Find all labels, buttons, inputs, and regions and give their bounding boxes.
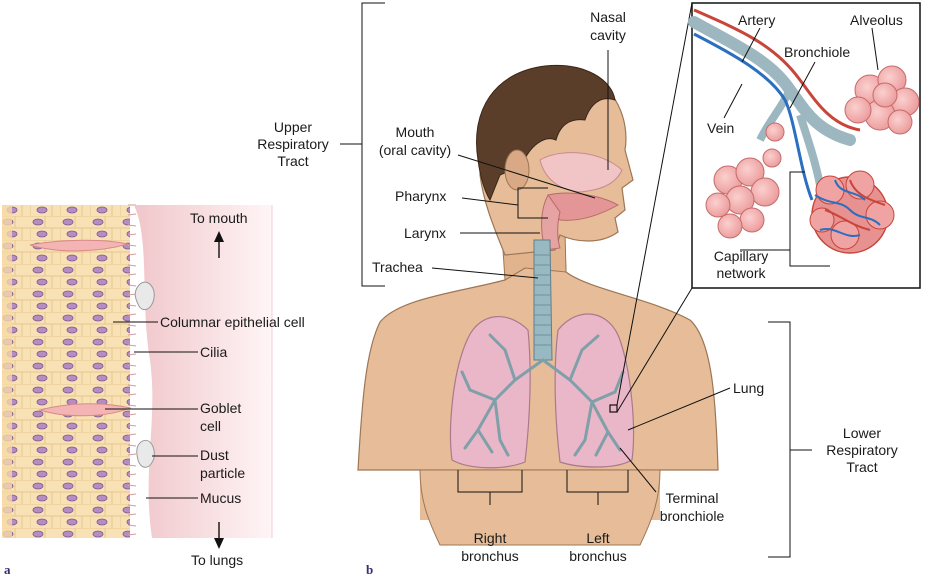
label-columnar-epithelial-cell: Columnar epithelial cell	[160, 314, 305, 330]
label-terminal-bronchiole-line1: Terminal	[665, 490, 719, 506]
alveolus-cluster-top	[844, 65, 920, 135]
artery	[693, 8, 861, 132]
label-goblet-cell-line1: Goblet	[200, 400, 242, 416]
goblet-cell	[38, 403, 132, 417]
label-right-bronchus-line2: bronchus	[461, 548, 519, 564]
inset-marker	[609, 404, 618, 413]
label-terminal-bronchiole-line2: bronchiole	[659, 508, 725, 524]
nasal-cavity	[539, 152, 623, 193]
label-capillary-network-line1: Capillary	[713, 248, 769, 264]
bronchiole	[688, 16, 856, 146]
label-mouth-line1: Mouth	[395, 124, 435, 140]
label-mouth-line2: (oral cavity)	[378, 142, 452, 158]
label-larynx: Larynx	[404, 225, 447, 241]
label-bronchiole: Bronchiole	[784, 44, 851, 60]
cilia-layer	[127, 204, 137, 536]
panel-letter-a: a	[4, 562, 11, 577]
label-nasal-cavity-line1: Nasal	[590, 9, 626, 25]
dust-particle	[134, 281, 155, 311]
label-alveolus: Alveolus	[850, 12, 903, 28]
label-upper-respiratory-line3: Tract	[277, 153, 309, 169]
flow-arrows	[214, 231, 224, 549]
epithelium-panel	[2, 204, 273, 549]
label-lower-respiratory-line1: Lower	[842, 425, 882, 441]
label-goblet-cell-line2: cell	[200, 418, 222, 434]
trachea-rings	[534, 254, 551, 346]
label-vein: Vein	[707, 120, 735, 136]
label-artery: Artery	[738, 12, 776, 28]
label-to-mouth: To mouth	[190, 210, 248, 226]
label-nasal-cavity-line2: cavity	[590, 27, 626, 43]
label-left-bronchus-line1: Left	[586, 530, 610, 546]
epithelial-cell-layer	[2, 205, 130, 538]
dust-particle	[136, 440, 155, 468]
pharynx	[541, 194, 561, 251]
bronchial-tree	[460, 333, 625, 457]
alveolus-cluster-left	[705, 157, 780, 239]
label-dust-particle-line1: Dust	[200, 447, 229, 463]
panel-a-leaders	[105, 321, 198, 499]
label-capillary-network-line2: network	[716, 265, 766, 281]
capillary-network	[809, 170, 895, 254]
label-cilia: Cilia	[200, 344, 228, 360]
label-left-bronchus-line2: bronchus	[569, 548, 627, 564]
mucus-layer	[134, 205, 272, 538]
inset-leaders	[723, 27, 879, 251]
label-lower-respiratory-line2: Respiratory	[826, 442, 898, 458]
label-dust-particle-line2: particle	[200, 465, 246, 481]
panel-letter-b: b	[366, 562, 374, 577]
label-right-bronchus-line1: Right	[473, 530, 507, 546]
label-trachea: Trachea	[372, 259, 423, 275]
left-lung	[554, 313, 635, 468]
label-to-lungs: To lungs	[191, 552, 244, 568]
label-mucus: Mucus	[200, 490, 242, 506]
label-lower-respiratory-line3: Tract	[846, 459, 878, 475]
label-lung: Lung	[733, 380, 765, 396]
vein	[693, 32, 814, 201]
goblet-cell	[29, 239, 129, 252]
ear	[504, 149, 530, 191]
label-upper-respiratory-line1: Upper	[273, 119, 313, 135]
panel-b-leaders	[340, 2, 812, 558]
label-pharynx: Pharynx	[395, 188, 447, 204]
trachea	[533, 239, 553, 361]
right-lung	[449, 316, 531, 469]
alveoli-inset	[616, 2, 921, 413]
body-panel	[357, 64, 719, 546]
label-upper-respiratory-line2: Respiratory	[257, 136, 329, 152]
